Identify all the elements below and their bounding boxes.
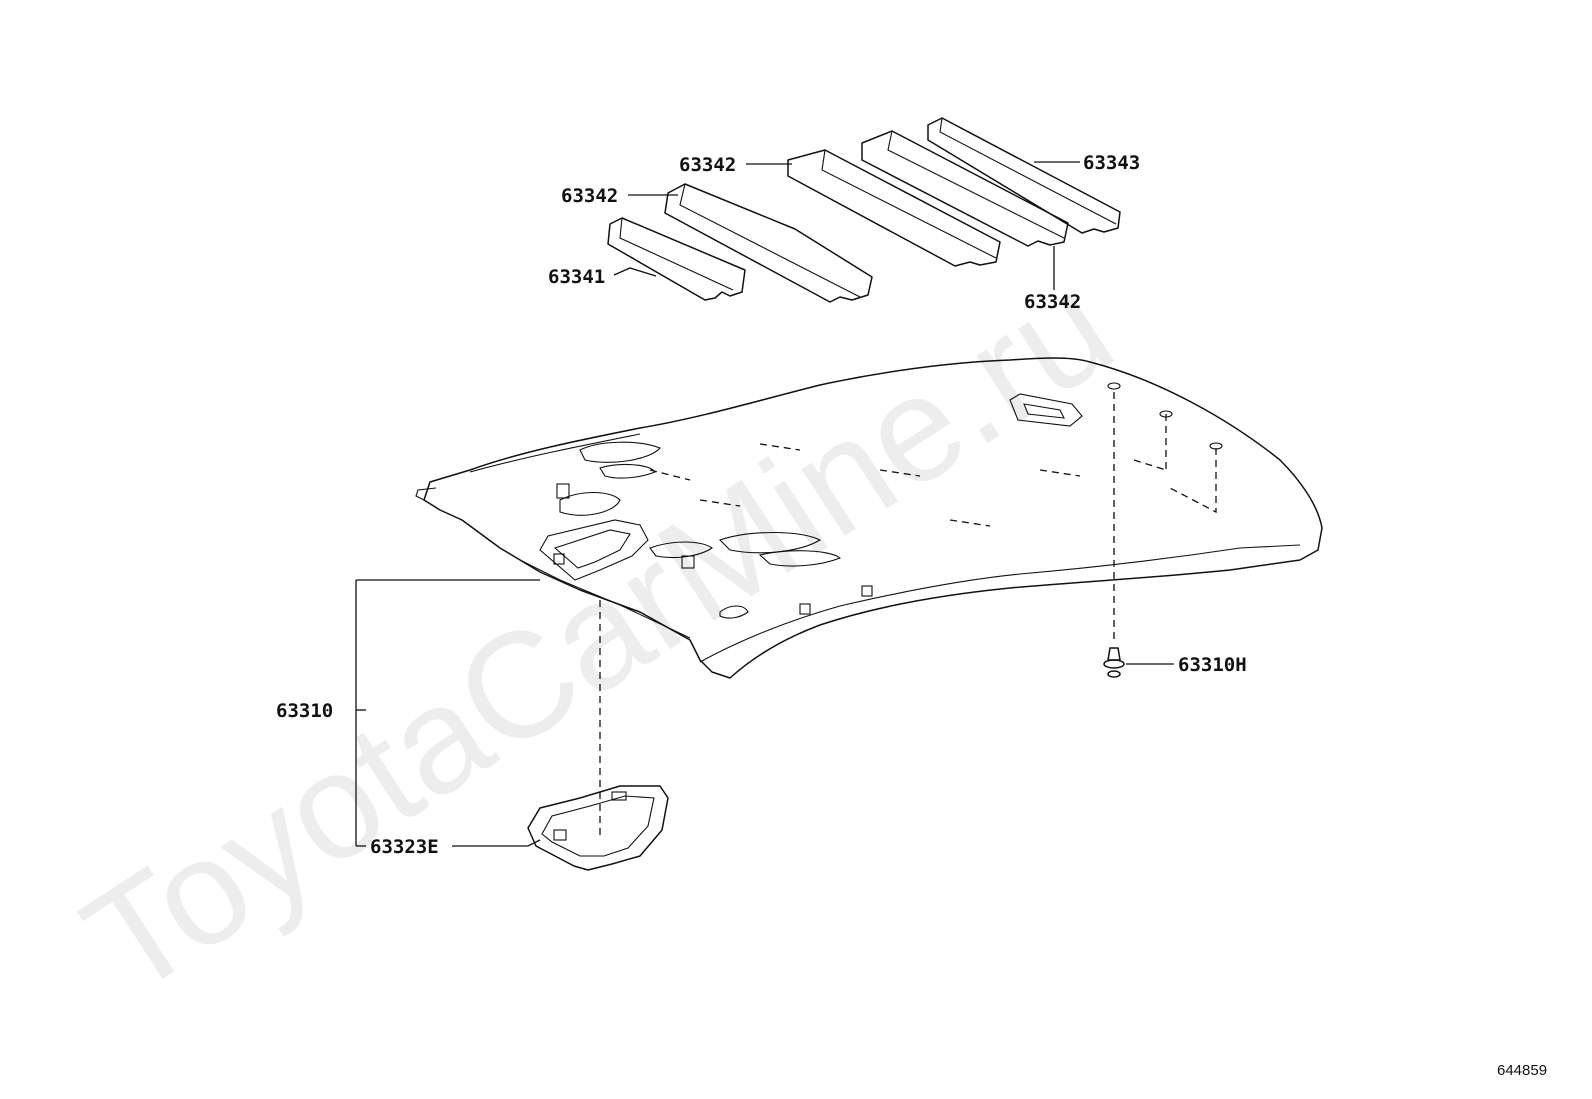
label-63323e: 63323E [370,836,439,858]
bezel-63323e[interactable] [527,600,669,871]
label-63310: 63310 [276,700,333,722]
diagram-code: 644859 [1497,1062,1547,1079]
roof-headliner[interactable] [415,357,1323,679]
label-63342-b: 63342 [679,154,736,176]
watermark-text: ToyotaCarMine.ru [56,241,1140,1027]
foam-pad-63342-a[interactable] [664,183,873,303]
label-63342-a: 63342 [561,185,618,207]
foam-pad-63342-b[interactable] [787,149,1001,267]
label-63341: 63341 [548,266,605,288]
label-63310h: 63310H [1178,654,1247,676]
foam-pad-63342-c[interactable] [861,130,1069,247]
label-63342-c: 63342 [1024,291,1081,313]
leader-lines [355,161,1174,847]
clip-63310h[interactable] [1103,392,1125,678]
foam-pad-63343[interactable] [927,117,1121,234]
label-63343: 63343 [1083,152,1140,174]
foam-pad-63341[interactable] [607,217,746,301]
